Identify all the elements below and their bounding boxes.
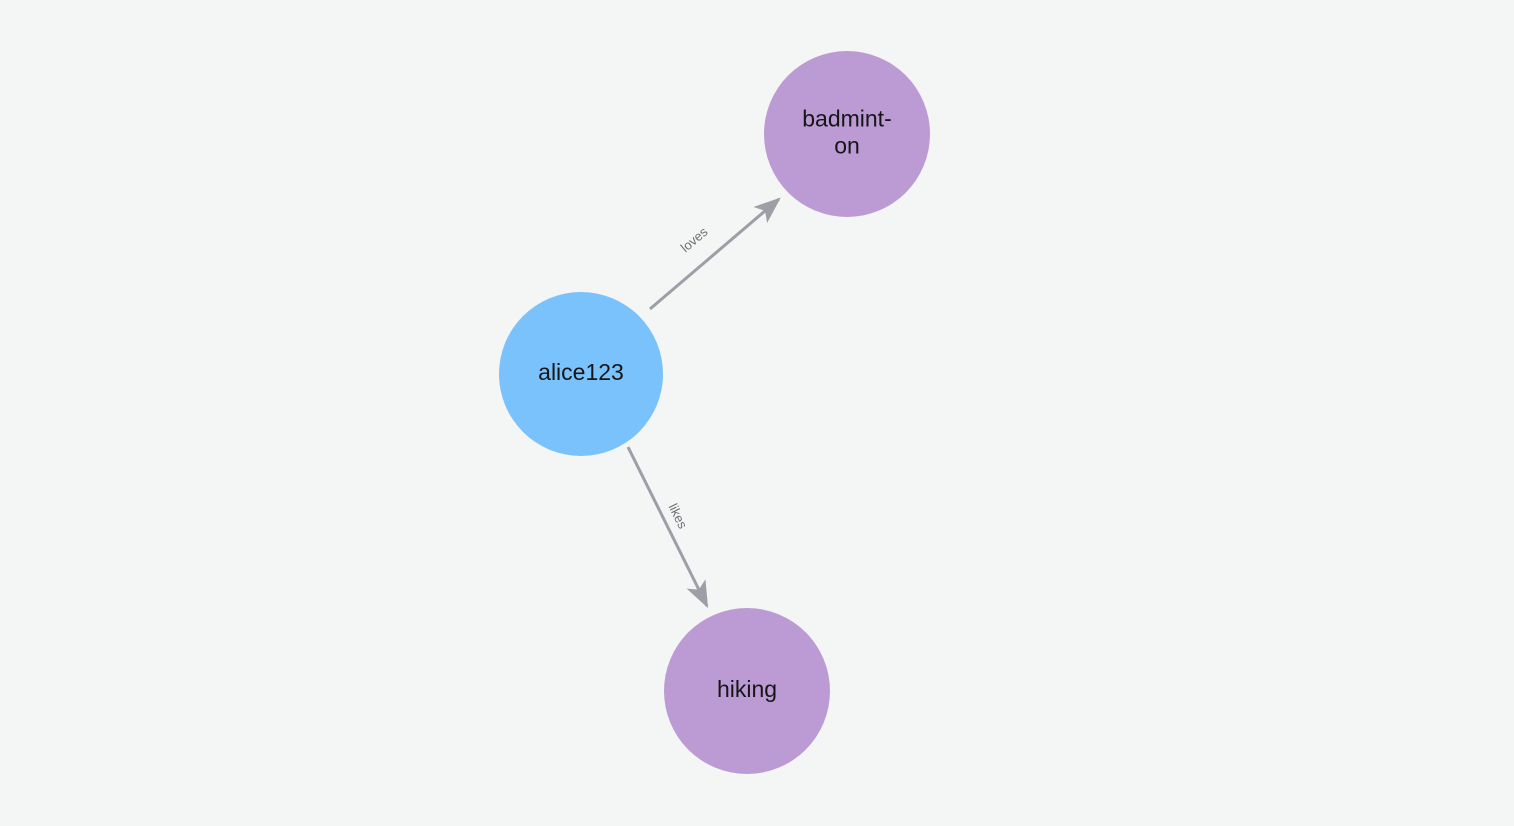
nodes-layer: alice123 badmint-on hiking <box>499 51 930 774</box>
graph-node-hiking[interactable]: hiking <box>664 608 830 774</box>
node-circle[interactable] <box>499 292 663 456</box>
node-circle[interactable] <box>764 51 930 217</box>
node-circle[interactable] <box>664 608 830 774</box>
graph-edge[interactable]: likes <box>626 446 709 609</box>
graph-edge[interactable]: loves <box>649 197 781 311</box>
graph-node-alice123[interactable]: alice123 <box>499 292 663 456</box>
edge-label: loves <box>678 224 711 255</box>
edge-line[interactable] <box>649 197 781 311</box>
graph-node-badminton[interactable]: badmint-on <box>764 51 930 217</box>
edge-line[interactable] <box>626 446 709 609</box>
